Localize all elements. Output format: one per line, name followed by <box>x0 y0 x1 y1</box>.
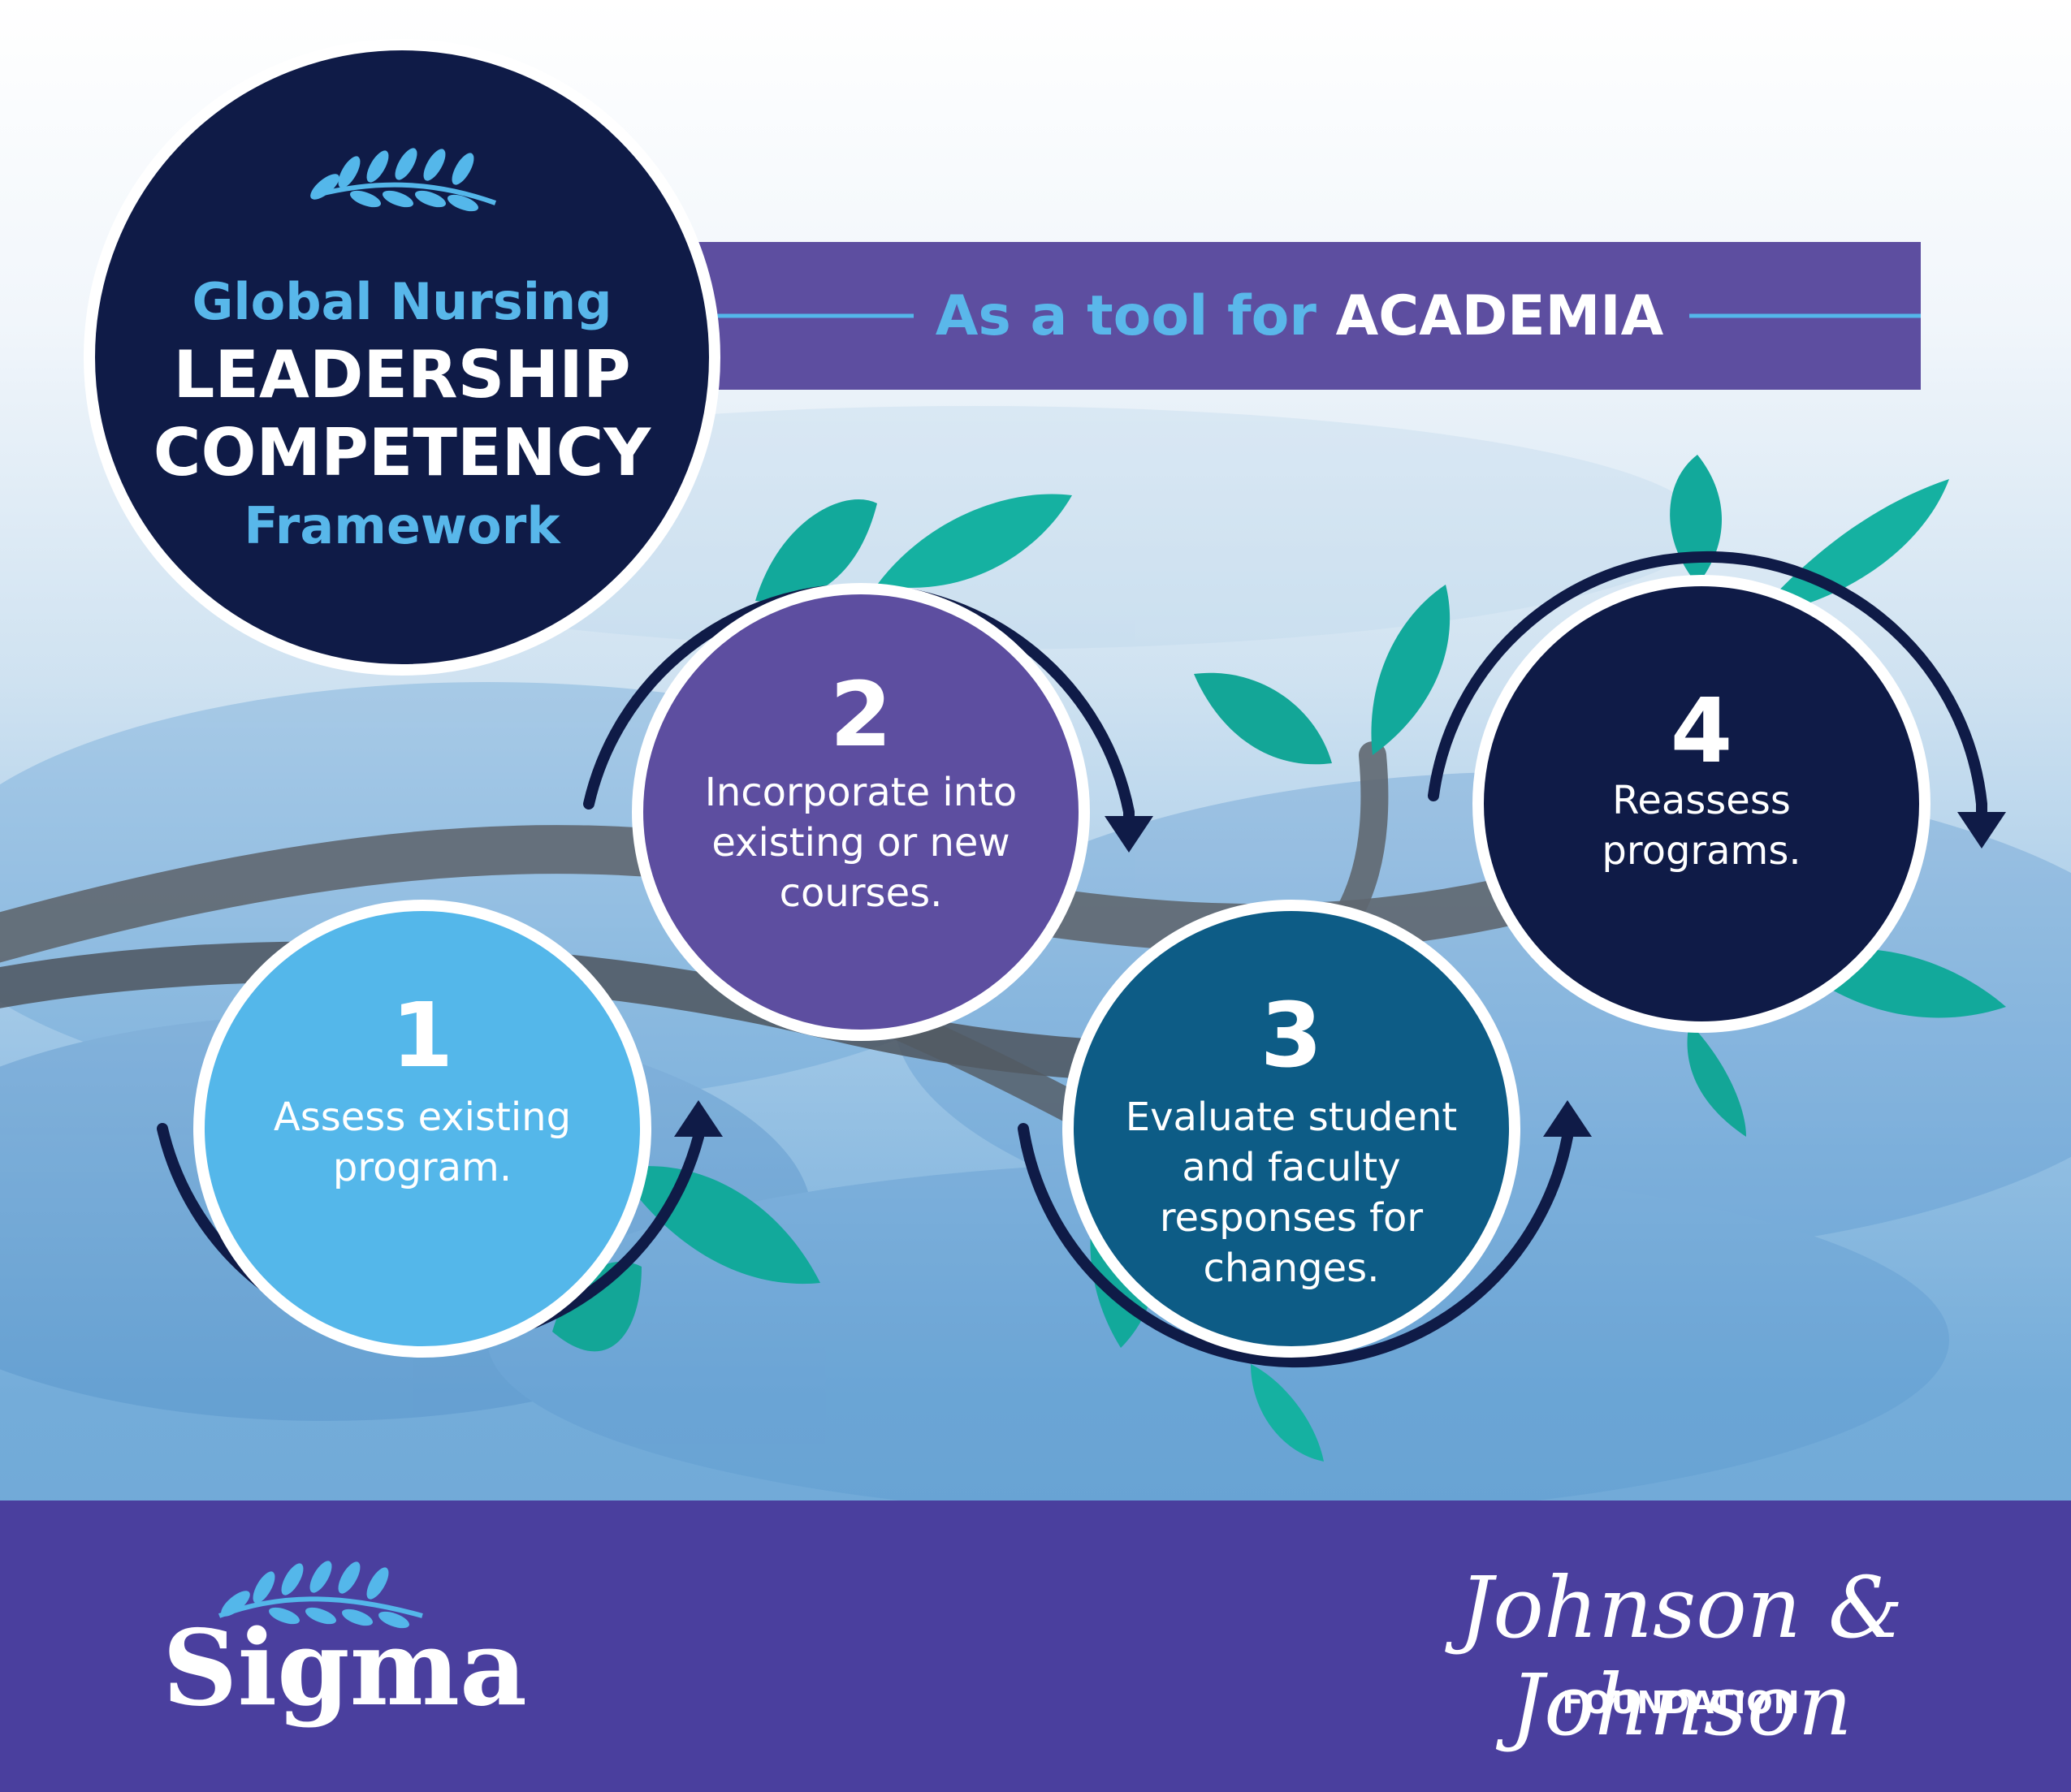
arrow-head-icon <box>1957 812 2006 849</box>
step-3-circle <box>1062 900 1520 1358</box>
leaf-icon <box>617 1166 820 1285</box>
leaves <box>552 455 2006 1462</box>
title-line-competency: COMPETENCY <box>153 415 651 490</box>
title-line-leadership: LEADERSHIP <box>173 337 631 412</box>
leaf-icon <box>877 494 1072 588</box>
sigma-logo: Sigma <box>162 1608 527 1729</box>
leaf-icon <box>1251 1364 1324 1462</box>
laurel-icon <box>310 148 497 212</box>
cycle-arrow-icon <box>1018 1107 1573 1368</box>
foundation-label: FOUNDATION <box>1562 1685 1801 1721</box>
leaf-icon <box>1754 479 1949 617</box>
step-3-text: Evaluate student and faculty responses f… <box>1125 1095 1458 1291</box>
johnson-johnson-logo: Johnson & Johnson <box>1459 1558 1904 1755</box>
step-1-circle <box>193 900 651 1358</box>
leaf-icon <box>1687 1023 1746 1137</box>
leaf-icon <box>1194 672 1332 765</box>
sigma-laurel-icon <box>218 1561 423 1629</box>
arrow-head-icon <box>1105 816 1153 853</box>
arrow-head-icon <box>1543 1100 1592 1137</box>
step-2-number: 2 <box>829 663 893 766</box>
banner-emphasis: ACADEMIA <box>1335 284 1664 348</box>
footer-bar <box>0 1501 2071 1792</box>
step-1-number: 1 <box>391 983 454 1087</box>
leaf-icon <box>552 1261 642 1352</box>
step-1-text: Assess existing program. <box>273 1095 572 1190</box>
step-4-number: 4 <box>1670 679 1733 783</box>
title-line-framework: Framework <box>244 496 560 555</box>
leaf-icon <box>755 499 877 602</box>
arrow-heads <box>674 812 2006 1137</box>
framework-title: Global Nursing LEADERSHIP COMPETENCY Fra… <box>89 268 715 560</box>
banner-heading: As a tool for ACADEMIA <box>910 284 1689 349</box>
step-2-circle <box>632 583 1090 1041</box>
title-line-global-nursing: Global Nursing <box>192 272 612 331</box>
arrow-head-icon <box>674 1100 723 1137</box>
step-circles <box>193 575 1930 1358</box>
banner-prefix: As a tool for <box>935 284 1336 348</box>
title-circle <box>84 39 720 676</box>
step-2-text: Incorporate into existing or new courses… <box>704 770 1018 916</box>
cycle-arrow-icon <box>1428 551 1987 834</box>
leaf-icon <box>1371 585 1451 755</box>
leaf-icon <box>1670 455 1722 585</box>
step-4-text: Reassess programs. <box>1602 778 1801 874</box>
step-4-circle <box>1472 575 1930 1033</box>
step-3-number: 3 <box>1260 983 1323 1087</box>
